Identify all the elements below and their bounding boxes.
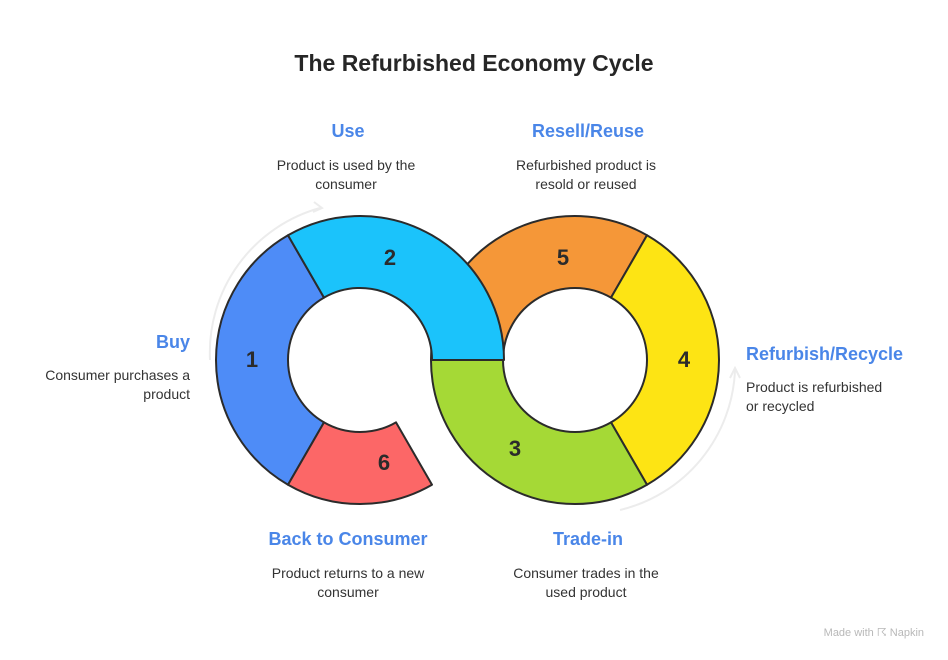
segment-buy: [215, 234, 325, 486]
napkin-watermark: Made with ☈ Napkin: [823, 627, 924, 639]
desc-trade-line-1: Consumer trades in the: [513, 565, 659, 581]
desc-trade-in: Consumer trades in the used product: [456, 564, 716, 602]
step-number-1: 1: [246, 347, 258, 372]
step-number-4: 4: [678, 347, 691, 372]
desc-resell-line-2: resold or reused: [535, 176, 637, 192]
desc-back-line-2: consumer: [317, 584, 379, 600]
label-use: Use: [331, 121, 365, 141]
label-buy: Buy: [155, 332, 190, 352]
arrow-left-guide: [208, 207, 321, 361]
label-trade-in: Trade-in: [552, 529, 623, 549]
arrow-left-guide-head: [312, 201, 324, 213]
label-refurbish: Refurbish/Recycle: [746, 344, 904, 364]
segment-use: [287, 215, 505, 361]
desc-buy: Consumer purchases a product: [20, 366, 190, 404]
desc-resell: Refurbished product is resold or reused: [486, 156, 686, 194]
label-back-to-consumer: Back to Consumer: [268, 529, 428, 549]
desc-resell-line-1: Refurbished product is: [515, 157, 657, 173]
diagram-title: The Refurbished Economy Cycle: [294, 50, 654, 76]
desc-buy-line-2: product: [143, 386, 190, 402]
label-resell: Resell/Reuse: [531, 121, 645, 141]
desc-buy-line-1: Consumer purchases a: [45, 367, 190, 383]
desc-use-line-2: consumer: [315, 176, 377, 192]
desc-refurbish-line-2: or recycled: [746, 398, 815, 414]
arrow-right-guide-head: [729, 365, 741, 379]
arrow-right-guide: [619, 369, 736, 511]
desc-back-to-consumer: Product returns to a new consumer: [218, 564, 478, 602]
step-number-2: 2: [384, 245, 396, 270]
step-number-5: 5: [557, 245, 569, 270]
segment-refurbish-recycle: [610, 234, 720, 486]
segment-trade-in: [430, 359, 648, 505]
desc-trade-line-2: used product: [545, 584, 627, 600]
desc-use-line-1: Product is used by the: [276, 157, 416, 173]
desc-refurbish-line-1: Product is refurbished: [746, 379, 883, 395]
desc-use: Product is used by the consumer: [246, 156, 446, 194]
segment-back-to-consumer: [287, 421, 433, 505]
step-number-3: 3: [509, 436, 521, 461]
step-number-6: 6: [378, 450, 390, 475]
desc-refurbish: Product is refurbished or recycled: [746, 378, 946, 416]
desc-back-line-1: Product returns to a new: [271, 565, 425, 581]
